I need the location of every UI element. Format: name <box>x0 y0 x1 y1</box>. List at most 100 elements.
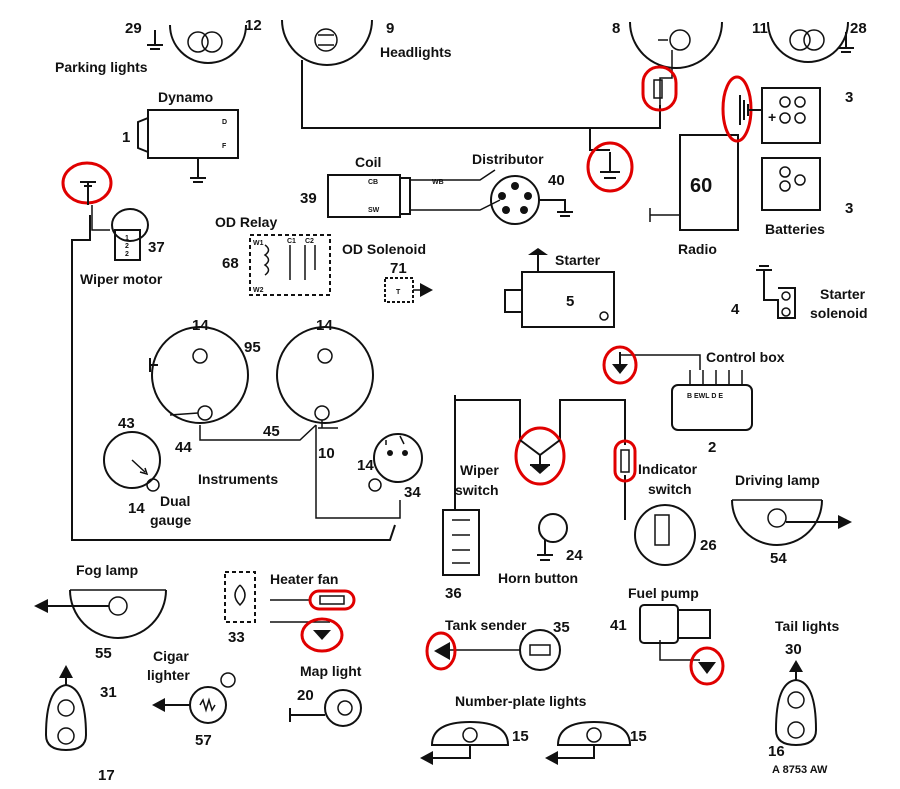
catalog-number: A 8753 AW <box>772 764 828 776</box>
coil: Coil CB SW 39 WB <box>300 154 444 218</box>
svg-text:35: 35 <box>553 619 570 636</box>
highlight-indicator-fuse <box>613 439 637 483</box>
radio: 60 Radio <box>649 134 739 257</box>
svg-text:SW: SW <box>368 207 380 214</box>
svg-text:34: 34 <box>404 484 421 501</box>
distributor-label: Distributor <box>472 151 544 167</box>
svg-text:T: T <box>396 289 401 296</box>
svg-text:14: 14 <box>316 317 333 334</box>
instruments: 14 95 44 14 45 10 Instruments <box>149 317 374 487</box>
svg-text:4: 4 <box>731 301 740 318</box>
indicator-switch-label-1: Indicator <box>638 461 698 477</box>
starter: Starter 5 <box>504 248 615 328</box>
svg-text:24: 24 <box>566 547 583 564</box>
horn-button-label: Horn button <box>498 570 578 586</box>
wiper-motor: 1 2 2 37 Wiper motor <box>61 161 165 287</box>
od-solenoid: OD Solenoid T 71 <box>342 241 433 303</box>
highlight-fuse-headlight <box>641 65 678 112</box>
highlight-wiper-switch-ground <box>514 426 566 486</box>
distributor: Distributor 40 <box>472 151 573 225</box>
heater-fan: Heater fan 33 <box>224 571 356 653</box>
svg-text:55: 55 <box>95 645 112 662</box>
batteries-label: Batteries <box>765 221 825 237</box>
svg-text:37: 37 <box>148 239 165 256</box>
indicator-switch: Indicator switch 26 <box>613 439 717 566</box>
wiper-motor-label: Wiper motor <box>80 271 163 287</box>
svg-text:8: 8 <box>612 20 620 37</box>
svg-text:12: 12 <box>245 17 262 34</box>
svg-text:14: 14 <box>357 457 374 474</box>
headlights-label: Headlights <box>380 44 452 60</box>
highlight-control-box-ground <box>602 345 638 385</box>
starter-solenoid: 4 Starter solenoid <box>731 265 868 321</box>
fuel-pump: Fuel pump 41 <box>610 585 725 686</box>
tail-lights: Tail lights 30 16 A 8753 AW <box>768 618 840 776</box>
svg-text:15: 15 <box>512 728 529 745</box>
tail-lights-label: Tail lights <box>775 618 840 634</box>
cigar-lighter-label-1: Cigar <box>153 648 189 664</box>
map-light: Map light 20 <box>289 663 362 727</box>
dual-gauge-label-2: gauge <box>150 512 191 528</box>
heater-fan-label: Heater fan <box>270 571 338 587</box>
svg-text:1: 1 <box>125 235 129 242</box>
svg-text:43: 43 <box>118 415 135 432</box>
od-solenoid-label: OD Solenoid <box>342 241 426 257</box>
svg-text:36: 36 <box>445 585 462 602</box>
svg-text:71: 71 <box>390 260 407 277</box>
svg-text:16: 16 <box>768 743 785 760</box>
radio-label: Radio <box>678 241 717 257</box>
svg-text:15: 15 <box>630 728 647 745</box>
svg-text:B EWL D E: B EWL D E <box>687 393 723 400</box>
svg-text:29: 29 <box>125 20 142 37</box>
dynamo-label: Dynamo <box>158 89 213 105</box>
svg-text:C2: C2 <box>305 238 314 245</box>
od-relay: OD Relay W1 W2 C1 C2 68 <box>215 214 331 296</box>
cigar-lighter-label-2: lighter <box>147 667 190 683</box>
parking-light-left: 29 12 Parking lights <box>55 17 262 75</box>
headlight: 9 Headlights <box>281 19 452 66</box>
svg-text:11: 11 <box>752 20 768 37</box>
svg-text:57: 57 <box>195 732 212 749</box>
svg-text:3: 3 <box>845 200 853 217</box>
svg-text:31: 31 <box>100 684 117 701</box>
svg-text:14: 14 <box>192 317 209 334</box>
cigar-lighter: Cigar lighter 57 <box>147 648 236 749</box>
fuel-pump-label: Fuel pump <box>628 585 699 601</box>
highlight-tank-ground <box>425 631 457 671</box>
svg-text:3: 3 <box>845 89 853 106</box>
svg-text:F: F <box>222 143 227 150</box>
highlight-ground-distributor <box>586 141 634 193</box>
batteries: + 3 3 Batteries <box>721 75 853 237</box>
distributor-ground <box>586 141 634 193</box>
wiper-switch: Wiper switch 36 <box>442 426 566 602</box>
fog-lamp-label: Fog lamp <box>76 562 138 578</box>
tank-sender-label: Tank sender <box>445 617 527 633</box>
svg-text:W1: W1 <box>253 240 264 247</box>
dual-gauge: 43 14 Dual gauge <box>103 415 191 528</box>
instruments-label: Instruments <box>198 471 278 487</box>
highlight-battery-ground <box>721 75 753 143</box>
svg-text:C1: C1 <box>287 238 296 245</box>
svg-text:54: 54 <box>770 550 787 567</box>
dynamo: Dynamo 1 D F <box>122 89 239 183</box>
driving-lamp: Driving lamp 54 <box>731 472 852 567</box>
number-plate-lights-label: Number-plate lights <box>455 693 587 709</box>
headlight-right: 8 <box>612 20 723 112</box>
svg-text:44: 44 <box>175 439 192 456</box>
svg-text:2: 2 <box>708 439 716 456</box>
svg-text:D: D <box>222 119 227 126</box>
fog-lamp: Fog lamp 55 <box>34 562 167 662</box>
control-box: Control box B EWL D E 2 <box>602 345 785 456</box>
svg-text:2: 2 <box>125 251 129 258</box>
svg-text:2: 2 <box>125 243 129 250</box>
starter-solenoid-label-1: Starter <box>820 286 866 302</box>
tank-sender: Tank sender 35 <box>425 617 570 671</box>
svg-text:WB: WB <box>432 179 444 186</box>
highlight-fuel-pump-ground <box>689 646 725 686</box>
svg-text:40: 40 <box>548 172 565 189</box>
svg-text:39: 39 <box>300 190 317 207</box>
svg-text:30: 30 <box>785 641 802 658</box>
svg-text:95: 95 <box>244 339 261 356</box>
dual-gauge-label-1: Dual <box>160 493 190 509</box>
